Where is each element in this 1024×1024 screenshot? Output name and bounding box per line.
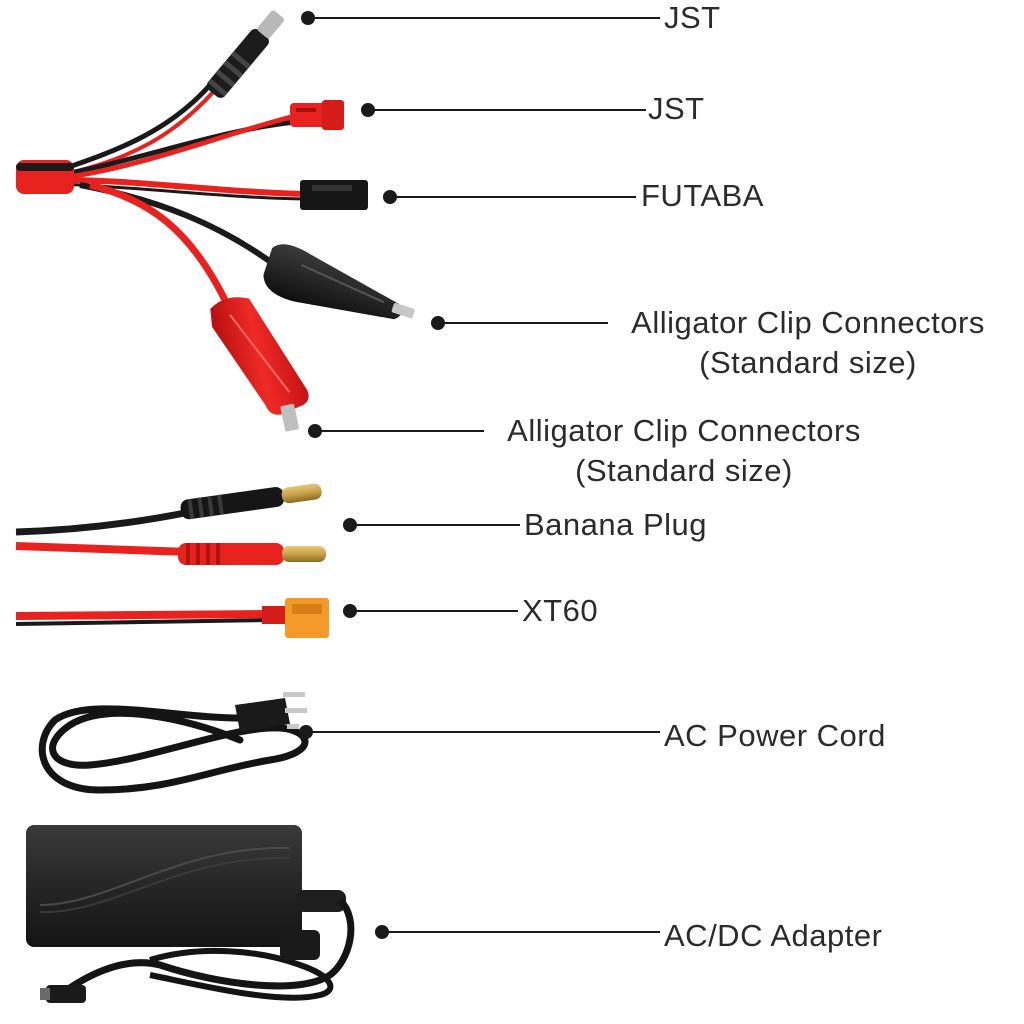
red-alligator-clip — [210, 297, 309, 432]
label-alligator-red-line1: Alligator Clip Connectors — [507, 413, 861, 448]
wire-to-jst-1-black — [59, 83, 212, 173]
label-alligator-red-line2: (Standard size) — [575, 453, 793, 488]
label-ac-dc-adapter: AC/DC Adapter — [664, 916, 882, 956]
black-banana-plug — [180, 483, 322, 520]
label-banana-plug: Banana Plug — [524, 505, 707, 545]
leader-dot-alligator-black — [431, 316, 445, 330]
leader-dot-adapter — [375, 925, 389, 939]
jst-connector-1 — [206, 10, 284, 98]
red-banana-plug — [178, 543, 326, 565]
label-jst-2-text: JST — [648, 91, 705, 126]
dc-barrel-plug — [46, 985, 86, 1003]
label-xt60-text: XT60 — [522, 593, 599, 628]
label-ac-power-cord-text: AC Power Cord — [664, 718, 886, 753]
label-futaba-text: FUTABA — [641, 178, 764, 213]
connector-harness — [16, 10, 415, 432]
banana-black-wire — [15, 508, 191, 536]
label-ac-power-cord: AC Power Cord — [664, 716, 886, 756]
wire-to-jst-2-red — [59, 113, 296, 181]
label-xt60: XT60 — [522, 591, 598, 631]
label-alligator-black: Alligator Clip Connectors (Standard size… — [610, 303, 1006, 383]
label-jst-1: JST — [664, 0, 721, 38]
leader-dot-ac-cord — [299, 725, 313, 739]
label-alligator-red: Alligator Clip Connectors (Standard size… — [486, 411, 882, 491]
label-futaba: FUTABA — [641, 176, 764, 216]
ac-power-cord — [38, 692, 309, 794]
leader-dot-jst-2 — [361, 103, 375, 117]
wire-to-futaba — [59, 177, 306, 197]
jst-connector-2 — [290, 100, 344, 130]
label-jst-2: JST — [648, 89, 705, 129]
futaba-connector — [300, 180, 368, 210]
leader-dot-xt60 — [343, 604, 357, 618]
adapter-brick — [26, 825, 302, 947]
leader-dot-futaba — [383, 190, 397, 204]
label-ac-dc-adapter-text: AC/DC Adapter — [664, 918, 883, 953]
leader-dot-banana — [343, 518, 357, 532]
banana-plug-cables — [15, 483, 326, 565]
leader-dot-jst-1 — [301, 11, 315, 25]
black-alligator-clip — [263, 244, 415, 320]
label-banana-plug-text: Banana Plug — [524, 507, 708, 542]
wire-to-red-clip — [89, 181, 229, 302]
ac-dc-adapter — [26, 825, 355, 1003]
label-alligator-black-line1: Alligator Clip Connectors — [631, 305, 985, 340]
label-alligator-black-line2: (Standard size) — [699, 345, 917, 380]
harness-sleeve-stripe — [16, 163, 74, 171]
banana-red-wire — [15, 542, 191, 556]
xt60-cable — [15, 598, 329, 638]
leader-dot-alligator-red — [308, 424, 322, 438]
leader-lines — [299, 11, 660, 939]
label-jst-1-text: JST — [664, 0, 721, 35]
